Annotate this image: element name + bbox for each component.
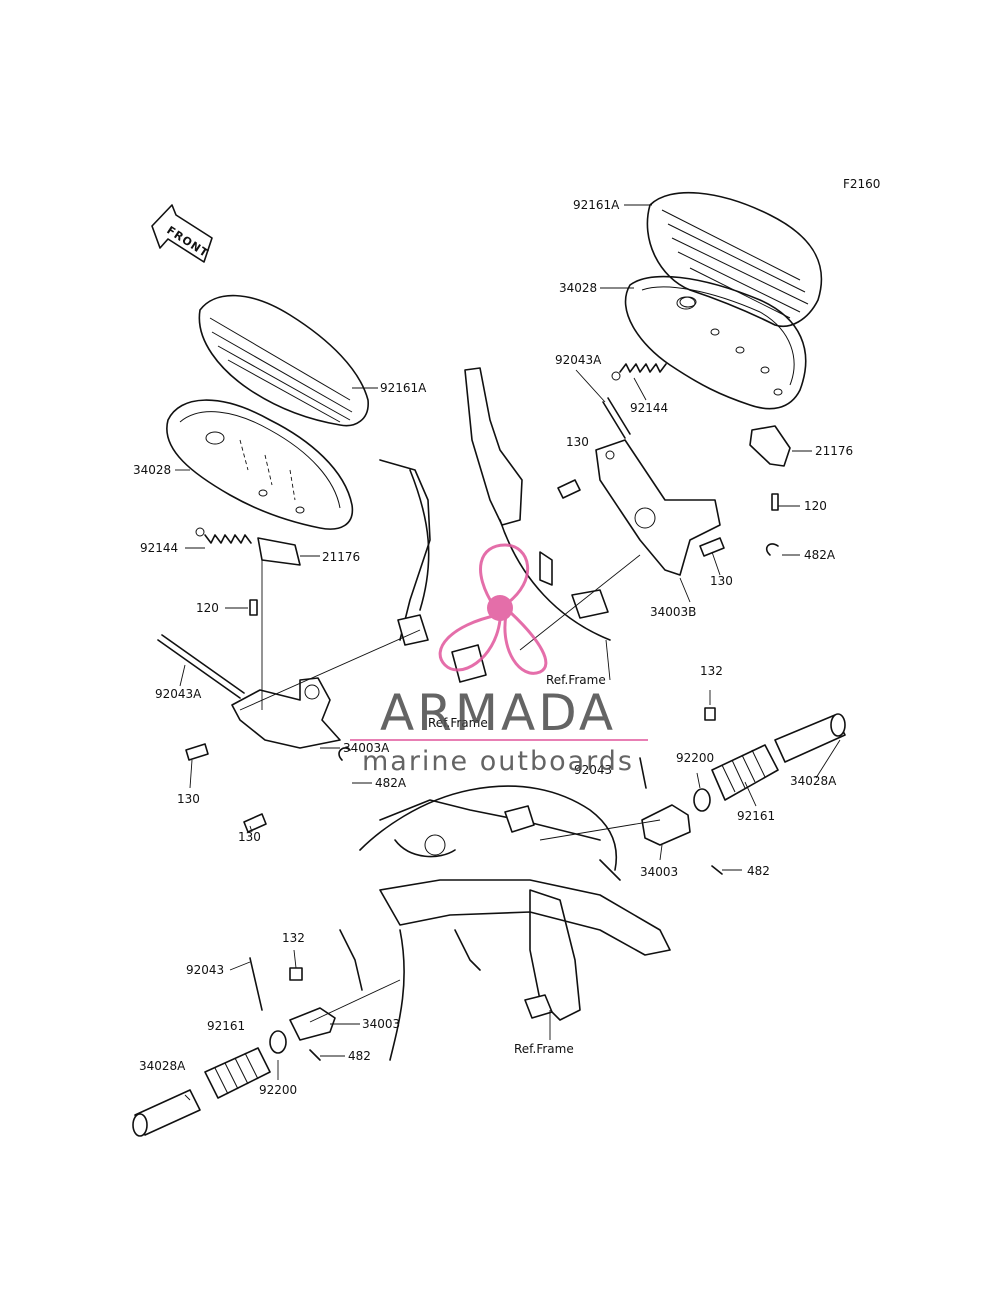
washer-92200-left bbox=[269, 1030, 287, 1054]
label-92144-left: 92144 bbox=[140, 541, 178, 555]
rubber-92161-right bbox=[711, 744, 779, 801]
label-21176-left: 21176 bbox=[322, 550, 360, 564]
floorboard-base-right bbox=[624, 275, 807, 410]
armada-watermark: ARMADA marine outboards bbox=[350, 543, 648, 777]
figure-code: F2160 bbox=[843, 177, 880, 191]
label-34028a-left: 34028A bbox=[139, 1059, 186, 1073]
bolt-130-left-b bbox=[243, 813, 267, 833]
label-92043a-left: 92043A bbox=[155, 687, 202, 701]
bolt-132-left bbox=[289, 967, 303, 981]
label-92144-top: 92144 bbox=[630, 401, 668, 415]
damper-left bbox=[257, 537, 301, 566]
label-92161a-left: 92161A bbox=[380, 381, 427, 395]
cotter-482-left bbox=[309, 1049, 321, 1061]
watermark-brand: ARMADA bbox=[380, 684, 616, 742]
pin-92043a-right bbox=[602, 397, 631, 439]
label-34003b: 34003B bbox=[650, 605, 696, 619]
label-ref-frame-top: Ref.Frame bbox=[546, 673, 606, 687]
label-34003-left: 34003 bbox=[362, 1017, 400, 1031]
main-frame bbox=[339, 785, 671, 1061]
label-482a-top: 482A bbox=[804, 548, 836, 562]
label-ref-frame-bottom: Ref.Frame bbox=[514, 1042, 574, 1056]
peg-tube-34028a-left bbox=[132, 1089, 201, 1137]
label-ref-frame-mid: Ref.Frame bbox=[428, 716, 488, 730]
propeller-logo-icon bbox=[438, 543, 548, 675]
bolt-120-left bbox=[249, 599, 258, 616]
label-132-right: 132 bbox=[700, 664, 723, 678]
label-92043-right: 92043 bbox=[574, 763, 612, 777]
washer-92200-right bbox=[693, 788, 711, 812]
label-130-left-b: 130 bbox=[238, 830, 261, 844]
rubber-92161-left bbox=[204, 1047, 271, 1099]
watermark-tagline: marine outboards bbox=[362, 746, 634, 777]
spring-right bbox=[611, 363, 667, 381]
label-34003-right: 34003 bbox=[640, 865, 678, 879]
floorboard-mat-left bbox=[198, 294, 369, 427]
peg-bracket-34003-left bbox=[289, 1007, 336, 1041]
label-482-left: 482 bbox=[348, 1049, 371, 1063]
label-120-top: 120 bbox=[804, 499, 827, 513]
cotter-482-right bbox=[711, 865, 723, 875]
leader-lines bbox=[175, 204, 841, 1101]
bolt-120-right bbox=[771, 493, 779, 511]
floorboard-base-left bbox=[166, 399, 354, 530]
label-130-left-a: 130 bbox=[177, 792, 200, 806]
clip-482a-left bbox=[338, 747, 351, 761]
label-92161a-top: 92161A bbox=[573, 198, 620, 212]
pin-92043-right bbox=[639, 757, 647, 789]
label-92200-right: 92200 bbox=[676, 751, 714, 765]
label-482a-left: 482A bbox=[375, 776, 407, 790]
label-132-left: 132 bbox=[282, 931, 305, 945]
bracket-34003a bbox=[231, 677, 341, 749]
label-92043a-top: 92043A bbox=[555, 353, 602, 367]
bolt-130-right-b bbox=[699, 537, 725, 557]
bolt-130-right-a bbox=[557, 479, 581, 499]
label-92200-left: 92200 bbox=[259, 1083, 297, 1097]
label-34028a-right: 34028A bbox=[790, 774, 837, 788]
floorboard-mat-right bbox=[646, 191, 823, 327]
label-21176-top: 21176 bbox=[815, 444, 853, 458]
pin-92043a-left bbox=[157, 634, 245, 699]
damper-right bbox=[749, 425, 791, 467]
label-92161-left: 92161 bbox=[207, 1019, 245, 1033]
rubber-mount-left-a bbox=[397, 614, 429, 646]
frame-strut-top bbox=[379, 367, 611, 641]
label-92043-left: 92043 bbox=[186, 963, 224, 977]
spring-left bbox=[195, 527, 252, 544]
peg-bracket-34003-right bbox=[641, 804, 691, 846]
peg-tube-34028a-right bbox=[774, 713, 846, 763]
label-130-top-a: 130 bbox=[566, 435, 589, 449]
label-120-left: 120 bbox=[196, 601, 219, 615]
label-34028-top: 34028 bbox=[559, 281, 597, 295]
label-130-top-b: 130 bbox=[710, 574, 733, 588]
bolt-130-left-a bbox=[185, 743, 209, 761]
label-34003a: 34003A bbox=[343, 741, 390, 755]
rubber-mount-left-b bbox=[451, 644, 487, 683]
bolt-132-right bbox=[704, 707, 716, 721]
pin-92043-left bbox=[249, 957, 263, 1011]
bracket-34003b bbox=[595, 439, 721, 576]
part-labels: 92161A 34028 92043A 92144 21176 130 120 … bbox=[133, 198, 853, 1097]
label-92161-right: 92161 bbox=[737, 809, 775, 823]
label-34028-left: 34028 bbox=[133, 463, 171, 477]
clip-482a-right bbox=[765, 543, 779, 556]
label-482-right: 482 bbox=[747, 864, 770, 878]
front-arrow-icon: FRONT bbox=[151, 204, 213, 263]
